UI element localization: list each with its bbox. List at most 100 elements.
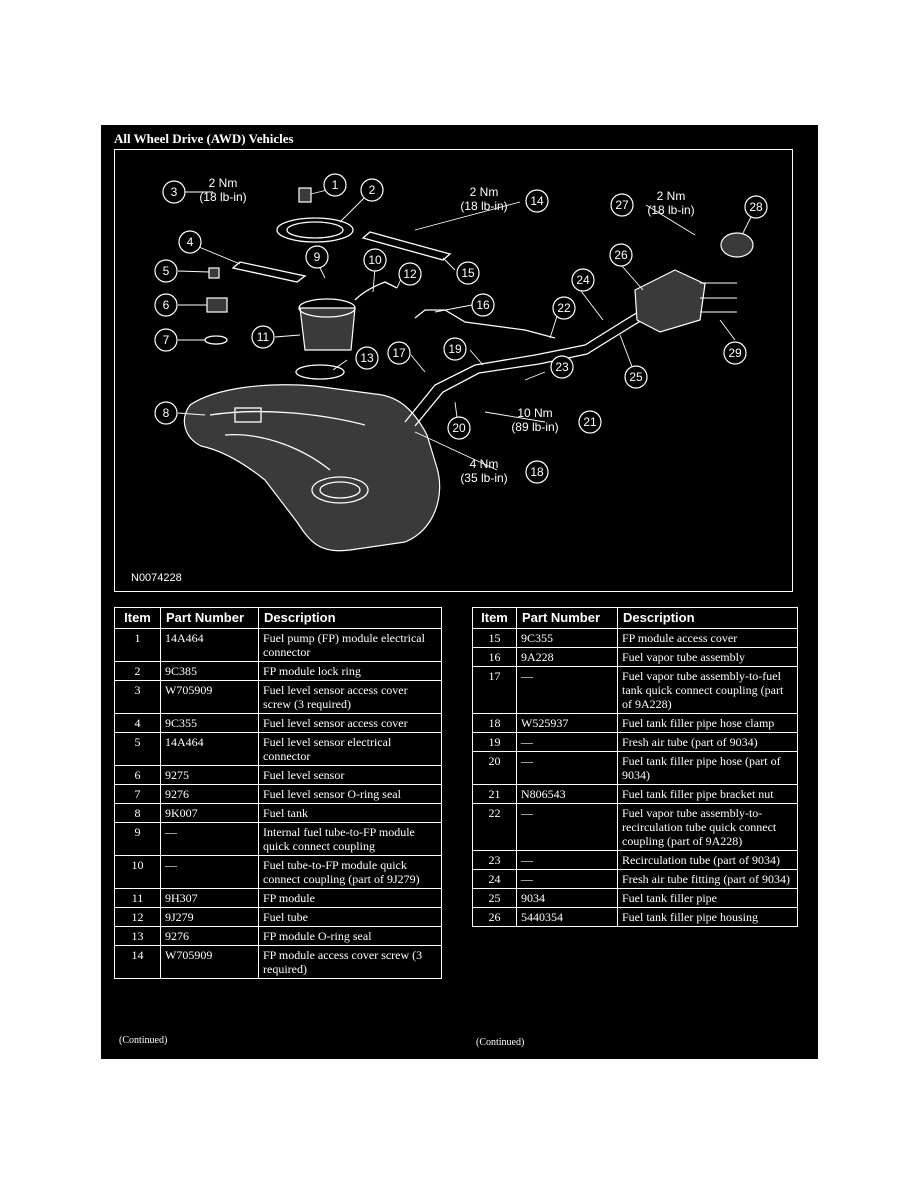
description-cell: FP module lock ring	[258, 661, 442, 681]
item-cell: 2	[114, 661, 161, 681]
description-cell: Recirculation tube (part of 9034)	[617, 850, 798, 870]
fuel-level-sensor-shape	[206, 297, 228, 313]
svg-text:3: 3	[171, 185, 178, 199]
svg-text:14: 14	[530, 194, 544, 208]
leader-line	[177, 270, 210, 273]
svg-text:22: 22	[557, 301, 571, 315]
item-cell: 22	[472, 803, 517, 851]
torque-spec-18: 4 Nm (35 lb-in)	[460, 457, 507, 485]
table-header-row: Item Part Number Description	[114, 607, 442, 629]
leader-line	[524, 371, 546, 381]
leader-line	[274, 334, 301, 338]
table-header-row: Item Part Number Description	[472, 607, 798, 629]
svg-text:12: 12	[403, 267, 417, 281]
item-cell: 23	[472, 850, 517, 870]
description-cell: Fuel tank filler pipe housing	[617, 907, 798, 927]
svg-text:27: 27	[615, 198, 629, 212]
part-number-cell: N806543	[516, 784, 618, 804]
filler-pipe-shape	[404, 307, 646, 423]
callout-4: 4	[178, 230, 202, 254]
description-cell: Fuel tube	[258, 907, 442, 927]
callout-26: 26	[609, 243, 633, 267]
sensor-connector-shape	[208, 267, 220, 279]
table-row: 23—Recirculation tube (part of 9034)	[472, 850, 798, 870]
svg-text:6: 6	[163, 298, 170, 312]
leader-line	[332, 359, 348, 371]
header-part-number: Part Number	[516, 607, 618, 629]
leader-line	[580, 290, 604, 321]
callout-24: 24	[571, 268, 595, 292]
description-cell: Fresh air tube fitting (part of 9034)	[617, 869, 798, 889]
svg-text:24: 24	[576, 273, 590, 287]
item-cell: 21	[472, 784, 517, 804]
svg-text:26: 26	[614, 248, 628, 262]
svg-text:4: 4	[187, 235, 194, 249]
description-cell: Fuel tank	[258, 803, 442, 823]
svg-text:1: 1	[332, 178, 339, 192]
item-cell: 26	[472, 907, 517, 927]
part-number-cell: 9034	[516, 888, 618, 908]
svg-text:8: 8	[163, 406, 170, 420]
description-cell: Fuel level sensor	[258, 765, 442, 785]
description-cell: Fuel vapor tube assembly-to-fuel tank qu…	[617, 666, 798, 714]
part-number-cell: 9H307	[160, 888, 259, 908]
part-number-cell: —	[516, 850, 618, 870]
item-cell: 17	[472, 666, 517, 714]
figure-id: N0074228	[131, 572, 182, 584]
part-number-cell: W705909	[160, 680, 259, 714]
fp-oring-shape	[295, 364, 345, 380]
leader-line	[339, 193, 369, 223]
part-number-cell: W705909	[160, 945, 259, 979]
description-cell: FP module	[258, 888, 442, 908]
leader-line	[719, 319, 736, 341]
item-cell: 4	[114, 713, 161, 733]
svg-text:17: 17	[392, 346, 406, 360]
leader-line	[198, 246, 241, 265]
page-title: All Wheel Drive (AWD) Vehicles	[114, 131, 294, 146]
svg-text:(35 lb-in): (35 lb-in)	[460, 471, 507, 485]
svg-text:4 Nm: 4 Nm	[470, 457, 499, 471]
description-cell: FP module O-ring seal	[258, 926, 442, 946]
lock-ring-shape	[276, 217, 354, 243]
callout-19: 19	[443, 337, 467, 361]
description-cell: Fuel level sensor access cover	[258, 713, 442, 733]
item-cell: 19	[472, 732, 517, 752]
svg-text:(18 lb-in): (18 lb-in)	[460, 199, 507, 213]
item-cell: 25	[472, 888, 517, 908]
callout-1: 1	[323, 173, 347, 197]
item-cell: 8	[114, 803, 161, 823]
part-number-cell: 14A464	[160, 732, 259, 766]
leader-line	[410, 354, 426, 373]
table-row: 24—Fresh air tube fitting (part of 9034)	[472, 869, 798, 889]
part-number-cell: 9275	[160, 765, 259, 785]
item-cell: 20	[472, 751, 517, 785]
svg-text:(18 lb-in): (18 lb-in)	[647, 203, 694, 217]
fuel-tank-shape	[183, 384, 441, 552]
tank-opening-inner-shape	[319, 481, 361, 499]
part-number-cell: W525937	[516, 713, 618, 733]
svg-text:5: 5	[163, 264, 170, 278]
tank-ridge-shape	[209, 410, 366, 426]
item-cell: 18	[472, 713, 517, 733]
item-cell: 24	[472, 869, 517, 889]
svg-text:(18 lb-in): (18 lb-in)	[199, 190, 246, 204]
part-number-cell: 5440354	[516, 907, 618, 927]
diagram-canvas: 1 2 3 4 5 6 7 8 9 10 11 12 13 14 15 16 1…	[131, 173, 768, 584]
fp-access-cover-shape	[361, 231, 452, 261]
torque-spec-3: 2 Nm (18 lb-in)	[199, 176, 246, 204]
callout-9: 9	[305, 245, 329, 269]
callout-6: 6	[154, 293, 178, 317]
part-number-cell: 9276	[160, 926, 259, 946]
svg-text:16: 16	[476, 298, 490, 312]
callout-15: 15	[456, 261, 480, 285]
svg-text:29: 29	[728, 346, 742, 360]
